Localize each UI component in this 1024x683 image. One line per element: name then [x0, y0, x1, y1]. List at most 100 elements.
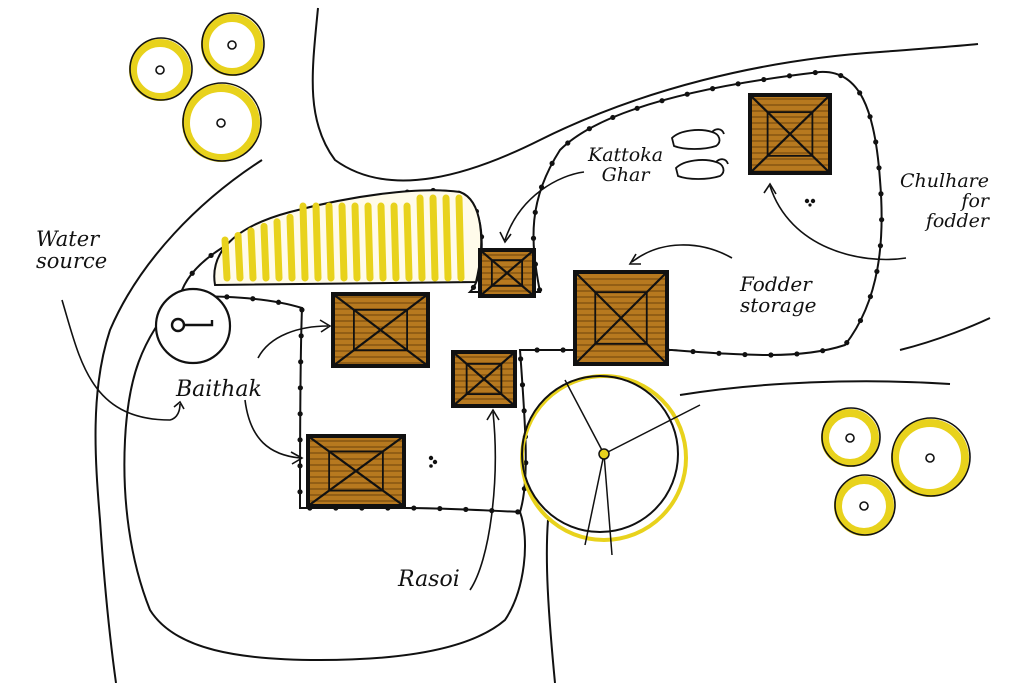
buildings	[306, 93, 832, 508]
cattle-sketches	[671, 128, 729, 180]
field-stripe	[338, 202, 348, 282]
boundary-dot	[877, 243, 884, 249]
boundary-dot	[437, 505, 443, 512]
small-marks	[428, 198, 816, 468]
boundary-dot	[534, 347, 540, 353]
boundary-dot	[768, 352, 774, 358]
boundary-dot	[684, 91, 690, 97]
tree	[834, 474, 896, 536]
boundary-dot	[470, 284, 477, 290]
boundary-dot	[794, 351, 800, 357]
boundary-dot	[812, 69, 818, 76]
field-stripe	[247, 227, 257, 282]
boundary-dot	[299, 307, 305, 313]
label-baithak: Baithak	[176, 378, 262, 401]
label-fodder-storage-line2: storage	[740, 293, 817, 317]
tree	[129, 37, 193, 101]
field-stripe	[286, 213, 296, 282]
boundary-dot	[878, 191, 884, 197]
tree	[201, 12, 265, 76]
boundary-dot	[867, 114, 873, 120]
boundary-dot	[297, 463, 303, 469]
field-stripe	[364, 202, 374, 282]
boundary-dot	[298, 359, 304, 365]
boundary-dot	[411, 505, 417, 511]
boundary-dot	[742, 351, 748, 358]
roof-baithak	[331, 292, 430, 368]
field-stripe	[442, 194, 452, 282]
field-stripe	[260, 222, 270, 282]
tree	[891, 417, 971, 497]
boundary-dot	[297, 489, 303, 495]
field-stripe	[416, 194, 426, 282]
boundary-dot	[634, 105, 640, 111]
field-stripe	[299, 202, 309, 282]
label-chulhare-line2: for	[961, 189, 989, 212]
field-stripe	[273, 218, 283, 282]
trees	[129, 12, 971, 536]
roof-lower	[306, 434, 406, 508]
boundary-dot	[560, 347, 566, 353]
label-chulhare-line1: Chulhare	[900, 170, 989, 192]
boundary-dot	[716, 350, 722, 356]
field-stripe	[377, 202, 387, 282]
boundary-dot	[463, 506, 469, 513]
label-water-source: Water source	[36, 228, 107, 272]
boundary-dot	[867, 293, 874, 300]
label-chulhare-for-fodder: Chulhare for fodder	[900, 170, 989, 232]
label-kattoka-ghar-line2: Ghar	[601, 163, 650, 186]
label-kattoka-ghar: Kattoka Ghar	[588, 144, 664, 186]
boundary-dot	[857, 90, 863, 96]
boundary-dot	[250, 296, 256, 302]
boundary-dot	[610, 114, 616, 121]
boundary-dot	[515, 509, 521, 515]
label-kattoka-ghar-line1: Kattoka	[588, 144, 664, 166]
label-baithak-text: Baithak	[176, 377, 262, 402]
boundary-dot	[874, 268, 880, 275]
label-rasoi: Rasoi	[398, 568, 460, 591]
boundary-dot	[532, 209, 538, 215]
boundary-dot	[297, 411, 303, 417]
field-stripe	[455, 194, 465, 282]
field-stripe	[325, 202, 335, 282]
boundary-dot	[224, 294, 230, 300]
label-fodder-storage-line1: Fodder	[740, 272, 812, 296]
boundary-dot	[298, 333, 304, 339]
boundary-dot	[518, 356, 524, 362]
label-fodder-storage: Fodder storage	[740, 274, 816, 316]
field-stripe	[234, 231, 244, 282]
boundary-dot	[690, 348, 696, 355]
boundary-dot	[735, 81, 741, 87]
boundary-dot	[523, 460, 529, 466]
boundary-dot	[275, 299, 282, 305]
road-lines	[94, 7, 991, 683]
tree	[182, 82, 262, 162]
rasoi-tree-circle	[520, 374, 701, 556]
boundary-dot	[873, 139, 879, 145]
boundary-dot	[709, 86, 716, 92]
field-stripe	[403, 202, 413, 282]
baithak-circle	[154, 287, 232, 365]
boundary-dot	[521, 408, 527, 414]
boundary-dot	[189, 270, 195, 276]
boundary-dot	[844, 340, 850, 346]
field-stripe	[429, 194, 439, 282]
boundary-dot	[876, 165, 882, 171]
label-water-source-line2: source	[36, 249, 108, 274]
boundary-dot	[786, 73, 793, 79]
label-water-source-line1: Water	[36, 227, 100, 251]
roof-fodder-storage	[573, 270, 669, 366]
boundary-dot	[549, 160, 555, 167]
boundary-dot	[838, 72, 844, 79]
boundary-dot	[208, 252, 214, 259]
crop-field	[213, 189, 483, 287]
roof-kattoka-ghar	[478, 248, 536, 298]
boundary-dot	[519, 382, 526, 388]
boundary-dot	[297, 385, 303, 391]
field-stripe	[221, 236, 231, 282]
field-stripe	[312, 202, 322, 282]
boundary-dot	[565, 140, 571, 146]
boundary-dot	[761, 76, 767, 83]
boundary-dot	[857, 317, 864, 324]
